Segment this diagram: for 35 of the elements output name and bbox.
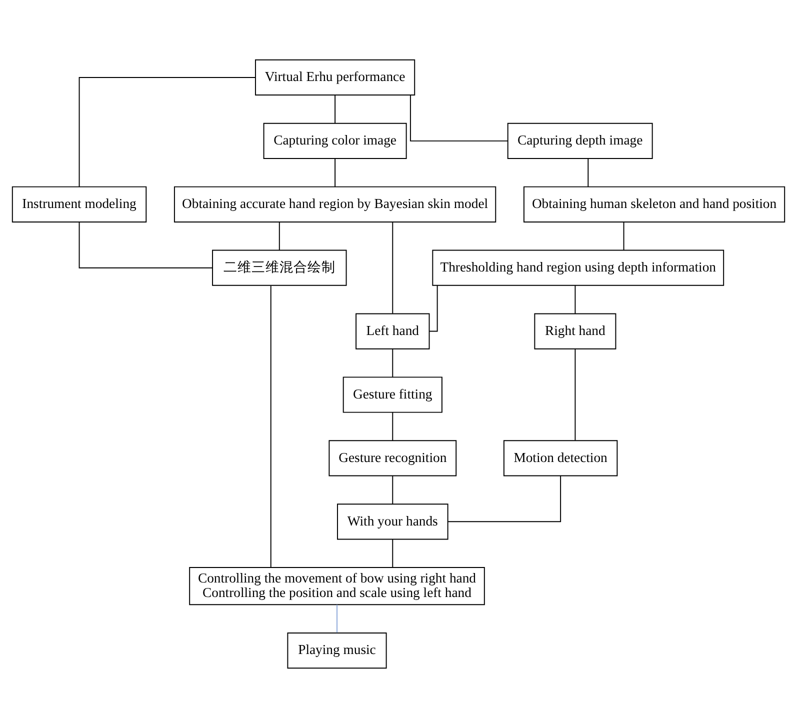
connector bbox=[392, 411, 394, 441]
connector bbox=[623, 221, 624, 250]
connector bbox=[336, 604, 338, 633]
connector bbox=[392, 221, 394, 314]
node-box: Left hand bbox=[356, 312, 430, 349]
node-box: Playing music bbox=[287, 632, 387, 668]
node-box: Virtual Erhu performance bbox=[255, 58, 416, 96]
connector bbox=[78, 221, 213, 268]
node-box: Capturing depth image bbox=[507, 122, 653, 158]
connector bbox=[392, 348, 394, 378]
node-box: Gesture recognition bbox=[328, 440, 457, 476]
connector bbox=[574, 284, 576, 314]
connector bbox=[270, 284, 272, 568]
connector bbox=[334, 94, 336, 124]
node-box: 二维三维混合绘制 bbox=[212, 249, 347, 286]
connector bbox=[588, 158, 589, 187]
connector bbox=[448, 474, 562, 522]
node-box: With your hands bbox=[337, 503, 448, 540]
node-box: Thresholding hand region using depth information bbox=[432, 249, 724, 286]
node-box: Motion detection bbox=[503, 440, 618, 476]
node-box: Capturing color image bbox=[263, 122, 407, 158]
connector bbox=[574, 348, 576, 440]
node-box: Right hand bbox=[534, 312, 616, 349]
connector bbox=[429, 284, 438, 332]
node-box: Controlling the movement of bow using right hand Controlling the position and scale using left hand bbox=[189, 566, 485, 605]
connector bbox=[278, 221, 280, 250]
node-box: Obtaining human skeleton and hand position bbox=[523, 186, 786, 222]
connector bbox=[392, 538, 394, 568]
connector bbox=[410, 94, 508, 141]
node-box: Instrument modeling bbox=[12, 186, 147, 222]
connector bbox=[392, 474, 394, 504]
connector bbox=[334, 158, 336, 187]
node-box: Gesture fitting bbox=[342, 376, 442, 412]
connector bbox=[78, 76, 256, 187]
node-box: Obtaining accurate hand region by Bayesian skin model bbox=[174, 186, 496, 222]
